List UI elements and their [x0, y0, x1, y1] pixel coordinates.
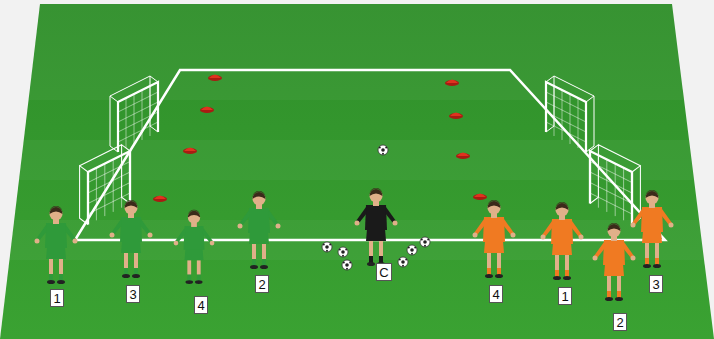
cone: [445, 80, 459, 87]
cone: [456, 153, 470, 160]
grass: [0, 4, 714, 339]
cone: [183, 148, 197, 155]
player-number: 1: [558, 287, 572, 305]
cone: [449, 113, 463, 120]
ball: [378, 145, 388, 155]
orange-player: [631, 190, 674, 268]
green-player: [238, 191, 281, 269]
number-label: 2: [616, 316, 623, 329]
green-player: [110, 200, 153, 278]
number-label: 4: [492, 288, 499, 301]
mini-goal: [546, 76, 594, 152]
player-number: 3: [126, 285, 140, 303]
number-label: C: [379, 266, 388, 279]
orange-player: [541, 202, 584, 280]
ball: [398, 257, 408, 267]
cone: [208, 75, 222, 82]
orange-player: [593, 223, 636, 301]
ball: [420, 237, 430, 247]
mini-goal: [80, 145, 130, 225]
green-player: [174, 210, 215, 284]
player-number: 4: [194, 296, 208, 314]
coach: [355, 188, 398, 266]
player-number: 4: [489, 285, 503, 303]
ball: [342, 260, 352, 270]
orange-player: [473, 200, 516, 278]
mini-goal: [590, 145, 640, 225]
mini-goal: [110, 76, 158, 152]
ball: [322, 242, 332, 252]
number-label: 2: [258, 278, 265, 291]
player-number: 3: [649, 275, 663, 293]
ball: [338, 247, 348, 257]
number-label: 3: [652, 278, 659, 291]
cone: [473, 194, 487, 201]
cone: [153, 196, 167, 203]
number-label: 3: [129, 288, 136, 301]
number-label: 1: [561, 290, 568, 303]
player-number: 2: [255, 275, 269, 293]
player-number: C: [376, 263, 392, 281]
player-number: 1: [50, 289, 64, 307]
cone: [200, 107, 214, 114]
green-player: [35, 206, 78, 284]
number-label: 4: [197, 299, 204, 312]
player-number: 2: [613, 313, 627, 331]
number-label: 1: [53, 292, 60, 305]
ball: [407, 245, 417, 255]
